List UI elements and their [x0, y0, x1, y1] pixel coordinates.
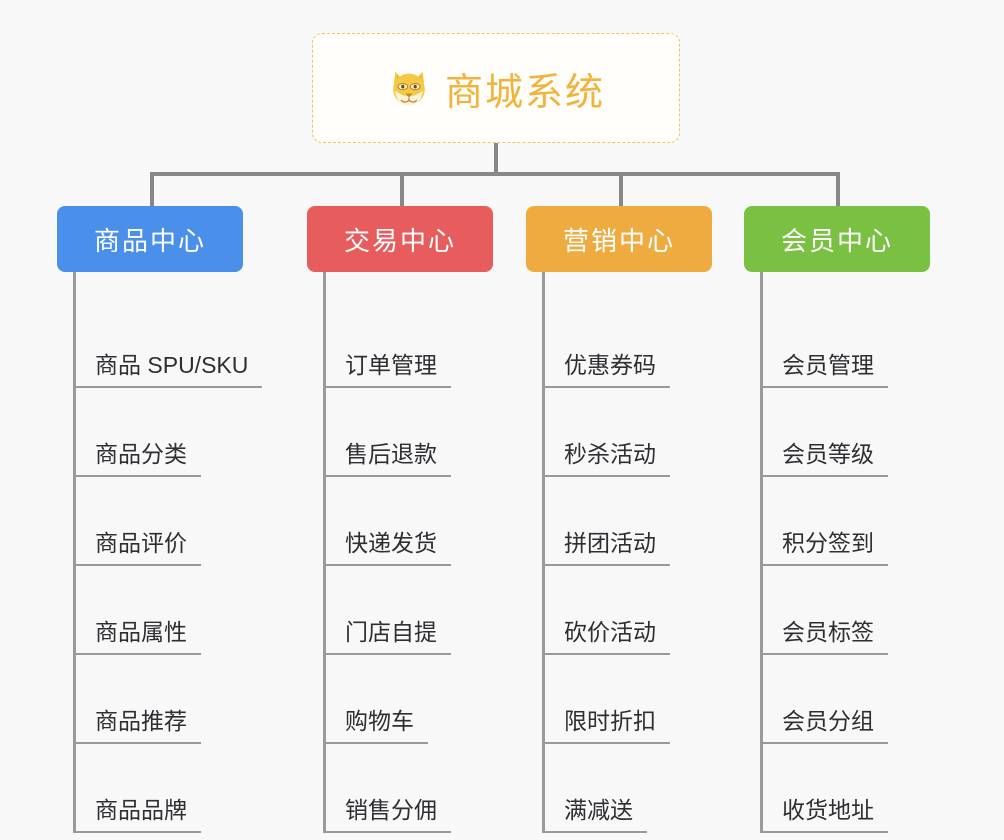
- connector-drop-3: [619, 172, 623, 206]
- leaf-item[interactable]: 快递发货: [323, 528, 451, 566]
- leaf-item[interactable]: 砍价活动: [542, 617, 670, 655]
- connector-horizontal-bus: [150, 172, 840, 176]
- leaf-item[interactable]: 积分签到: [760, 528, 888, 566]
- leaf-item[interactable]: 购物车: [323, 706, 428, 744]
- leaf-list-product-center: 商品 SPU/SKU 商品分类商品评价商品属性商品推荐商品品牌: [57, 272, 263, 833]
- leaf-item[interactable]: 销售分佣: [323, 795, 451, 833]
- leaf-list-marketing-center: 优惠券码秒杀活动拼团活动砍价活动限时折扣满减送: [526, 272, 712, 833]
- leaf-item[interactable]: 拼团活动: [542, 528, 670, 566]
- column-member-center: 会员中心会员管理会员等级积分签到会员标签会员分组收货地址: [744, 206, 930, 833]
- shiba-dog-face-icon: [387, 66, 431, 110]
- leaf-item[interactable]: 限时折扣: [542, 706, 670, 744]
- column-spine-member-center: [760, 272, 763, 831]
- leaf-item[interactable]: 优惠券码: [542, 350, 670, 388]
- leaf-list-member-center: 会员管理会员等级积分签到会员标签会员分组收货地址: [744, 272, 930, 833]
- leaf-item[interactable]: 会员分组: [760, 706, 888, 744]
- leaf-item[interactable]: 商品分类: [73, 439, 201, 477]
- column-trade-center: 交易中心订单管理售后退款快递发货门店自提购物车销售分佣: [307, 206, 493, 833]
- column-spine-product-center: [73, 272, 76, 831]
- category-header-product-center[interactable]: 商品中心: [57, 206, 243, 272]
- column-spine-trade-center: [323, 272, 326, 831]
- leaf-item[interactable]: 会员标签: [760, 617, 888, 655]
- connector-drop-4: [836, 172, 840, 206]
- leaf-item[interactable]: 商品品牌: [73, 795, 201, 833]
- leaf-item[interactable]: 商品推荐: [73, 706, 201, 744]
- leaf-item[interactable]: 收货地址: [760, 795, 888, 833]
- category-header-trade-center[interactable]: 交易中心: [307, 206, 493, 272]
- category-header-marketing-center[interactable]: 营销中心: [526, 206, 712, 272]
- connector-drop-1: [150, 172, 154, 206]
- connector-drop-2: [400, 172, 404, 206]
- leaf-item[interactable]: 会员管理: [760, 350, 888, 388]
- leaf-item[interactable]: 秒杀活动: [542, 439, 670, 477]
- leaf-item[interactable]: 订单管理: [323, 350, 451, 388]
- leaf-list-trade-center: 订单管理售后退款快递发货门店自提购物车销售分佣: [307, 272, 493, 833]
- root-title: 商城系统: [444, 71, 605, 114]
- leaf-item[interactable]: 商品属性: [73, 617, 201, 655]
- leaf-item[interactable]: 商品 SPU/SKU: [73, 350, 263, 388]
- leaf-item[interactable]: 售后退款: [323, 439, 451, 477]
- leaf-item[interactable]: 商品评价: [73, 528, 201, 566]
- column-product-center: 商品中心商品 SPU/SKU 商品分类商品评价商品属性商品推荐商品品牌: [57, 206, 263, 833]
- column-spine-marketing-center: [542, 272, 545, 831]
- root-node[interactable]: 商城系统: [312, 33, 680, 143]
- connector-root-stem: [494, 143, 498, 174]
- column-marketing-center: 营销中心优惠券码秒杀活动拼团活动砍价活动限时折扣满减送: [526, 206, 712, 833]
- leaf-item[interactable]: 满减送: [542, 795, 647, 833]
- leaf-item[interactable]: 门店自提: [323, 617, 451, 655]
- category-header-member-center[interactable]: 会员中心: [744, 206, 930, 272]
- leaf-item[interactable]: 会员等级: [760, 439, 888, 477]
